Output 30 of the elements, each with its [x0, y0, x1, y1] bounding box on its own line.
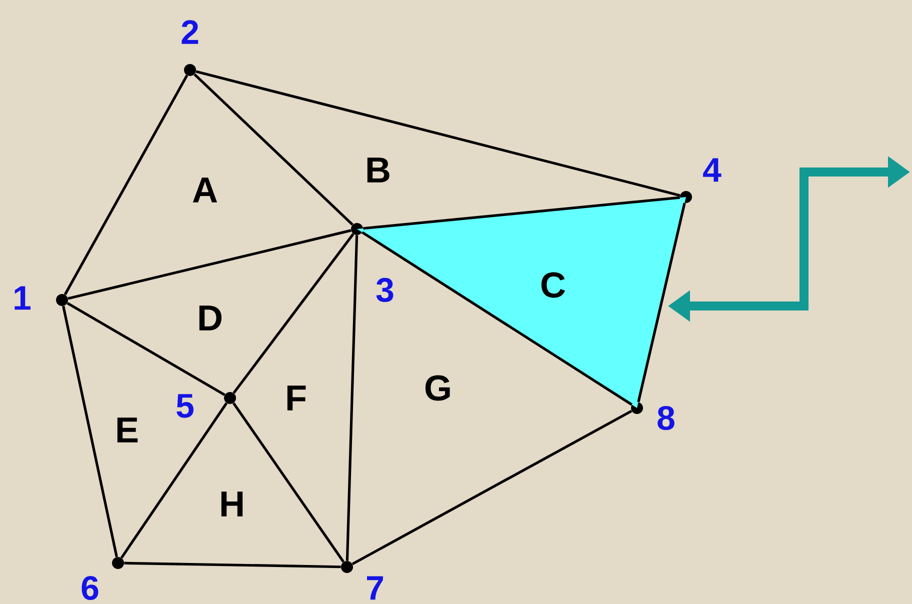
region-letter: A [192, 178, 218, 202]
triangle-edge [232, 233, 354, 394]
triangle-edge [362, 231, 632, 406]
region-letter: F [287, 386, 306, 410]
triangle-edge [194, 73, 354, 226]
triangle-edge [120, 402, 228, 559]
region-letter: E [117, 418, 138, 442]
vertex-number: 8 [658, 406, 674, 430]
triangle-edge [232, 402, 345, 563]
vertex-number: 5 [176, 394, 194, 418]
triangle-edge [62, 306, 118, 558]
triangle-edge [352, 410, 632, 566]
vertex-number: 2 [182, 20, 198, 44]
triangle-edge [637, 202, 686, 402]
region-letter: H [221, 492, 243, 516]
region-letter: G [425, 375, 450, 401]
triangle-edge [64, 74, 188, 296]
triangle-edge [124, 562, 341, 568]
region-letter: D [199, 306, 222, 330]
vertex-number: 7 [367, 576, 383, 600]
triangle-edge [68, 229, 352, 300]
triangle-edge [363, 196, 680, 230]
vertex-number: 6 [82, 576, 98, 600]
vertex-number: 4 [703, 158, 722, 182]
vertex-number: 3 [376, 278, 394, 302]
region-letter: B [367, 158, 390, 182]
vertex-number: 1 [14, 286, 31, 310]
triangle-edge [196, 70, 680, 197]
triangle-edge [66, 302, 226, 396]
triangle-edge [346, 235, 358, 561]
